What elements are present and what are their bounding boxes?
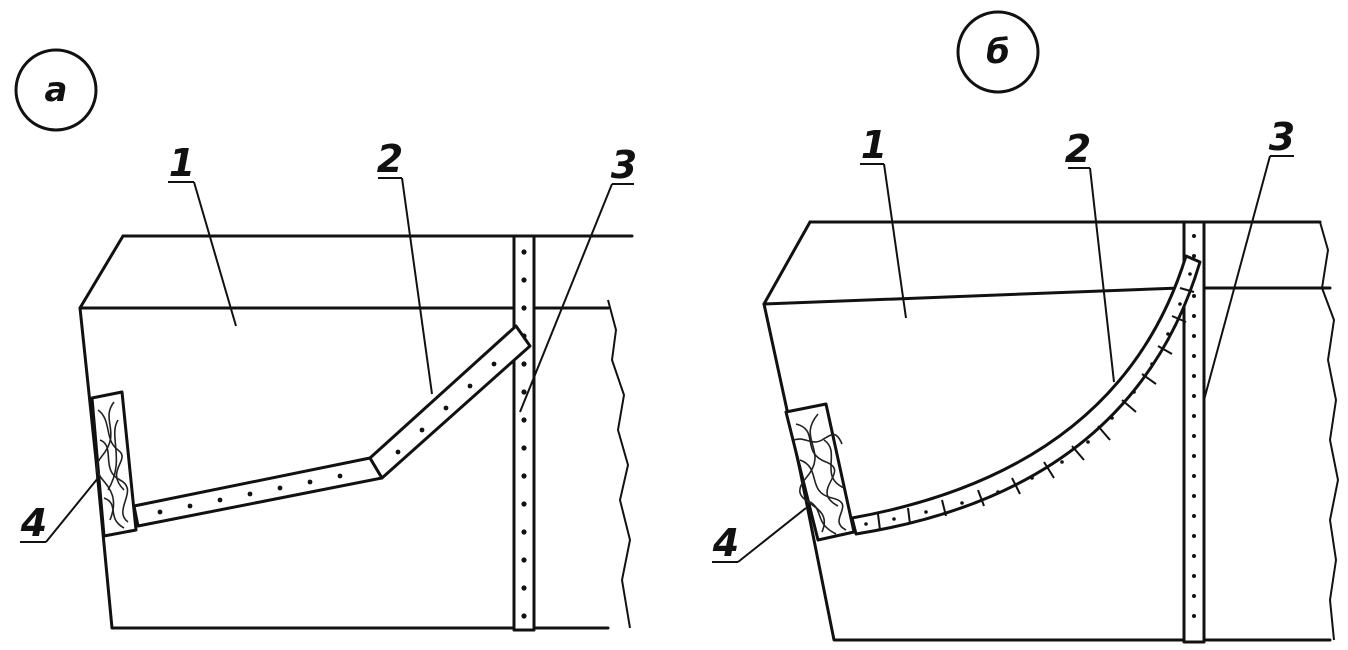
panel-a-vertical-strip [512, 234, 536, 632]
panel-b-callout-4: 4 [712, 521, 739, 565]
panel-a-label: а [45, 70, 68, 110]
panel-a-label-circle [14, 48, 98, 132]
panel-a-callout-2: 2 [377, 137, 403, 181]
panel-b-vertical-strip [1182, 220, 1206, 644]
panel-a-body-outline [78, 234, 634, 630]
panel-b-insulation-block [784, 402, 856, 542]
panel-b-body-outline [762, 220, 1340, 642]
panel-b-leaders [712, 155, 1294, 563]
panel-a-callout-3: 3 [611, 143, 637, 187]
panel-b-callout-3: 3 [1269, 115, 1295, 159]
panel-a-leaders [20, 177, 634, 543]
panel-b-curved-strip [850, 254, 1202, 536]
panel-b: б [712, 10, 1340, 644]
panel-b-callout-1: 1 [861, 123, 887, 167]
panel-a-bent-strip [132, 324, 532, 528]
panel-a-callout-4: 4 [20, 501, 47, 545]
panel-a-insulation-block [90, 390, 138, 538]
panel-b-label-circle [956, 10, 1040, 94]
panel-b-callout-2: 2 [1065, 127, 1091, 171]
panel-a-callout-1: 1 [169, 141, 195, 185]
panel-b-label: б [986, 32, 1010, 72]
panel-a: а [14, 48, 637, 632]
